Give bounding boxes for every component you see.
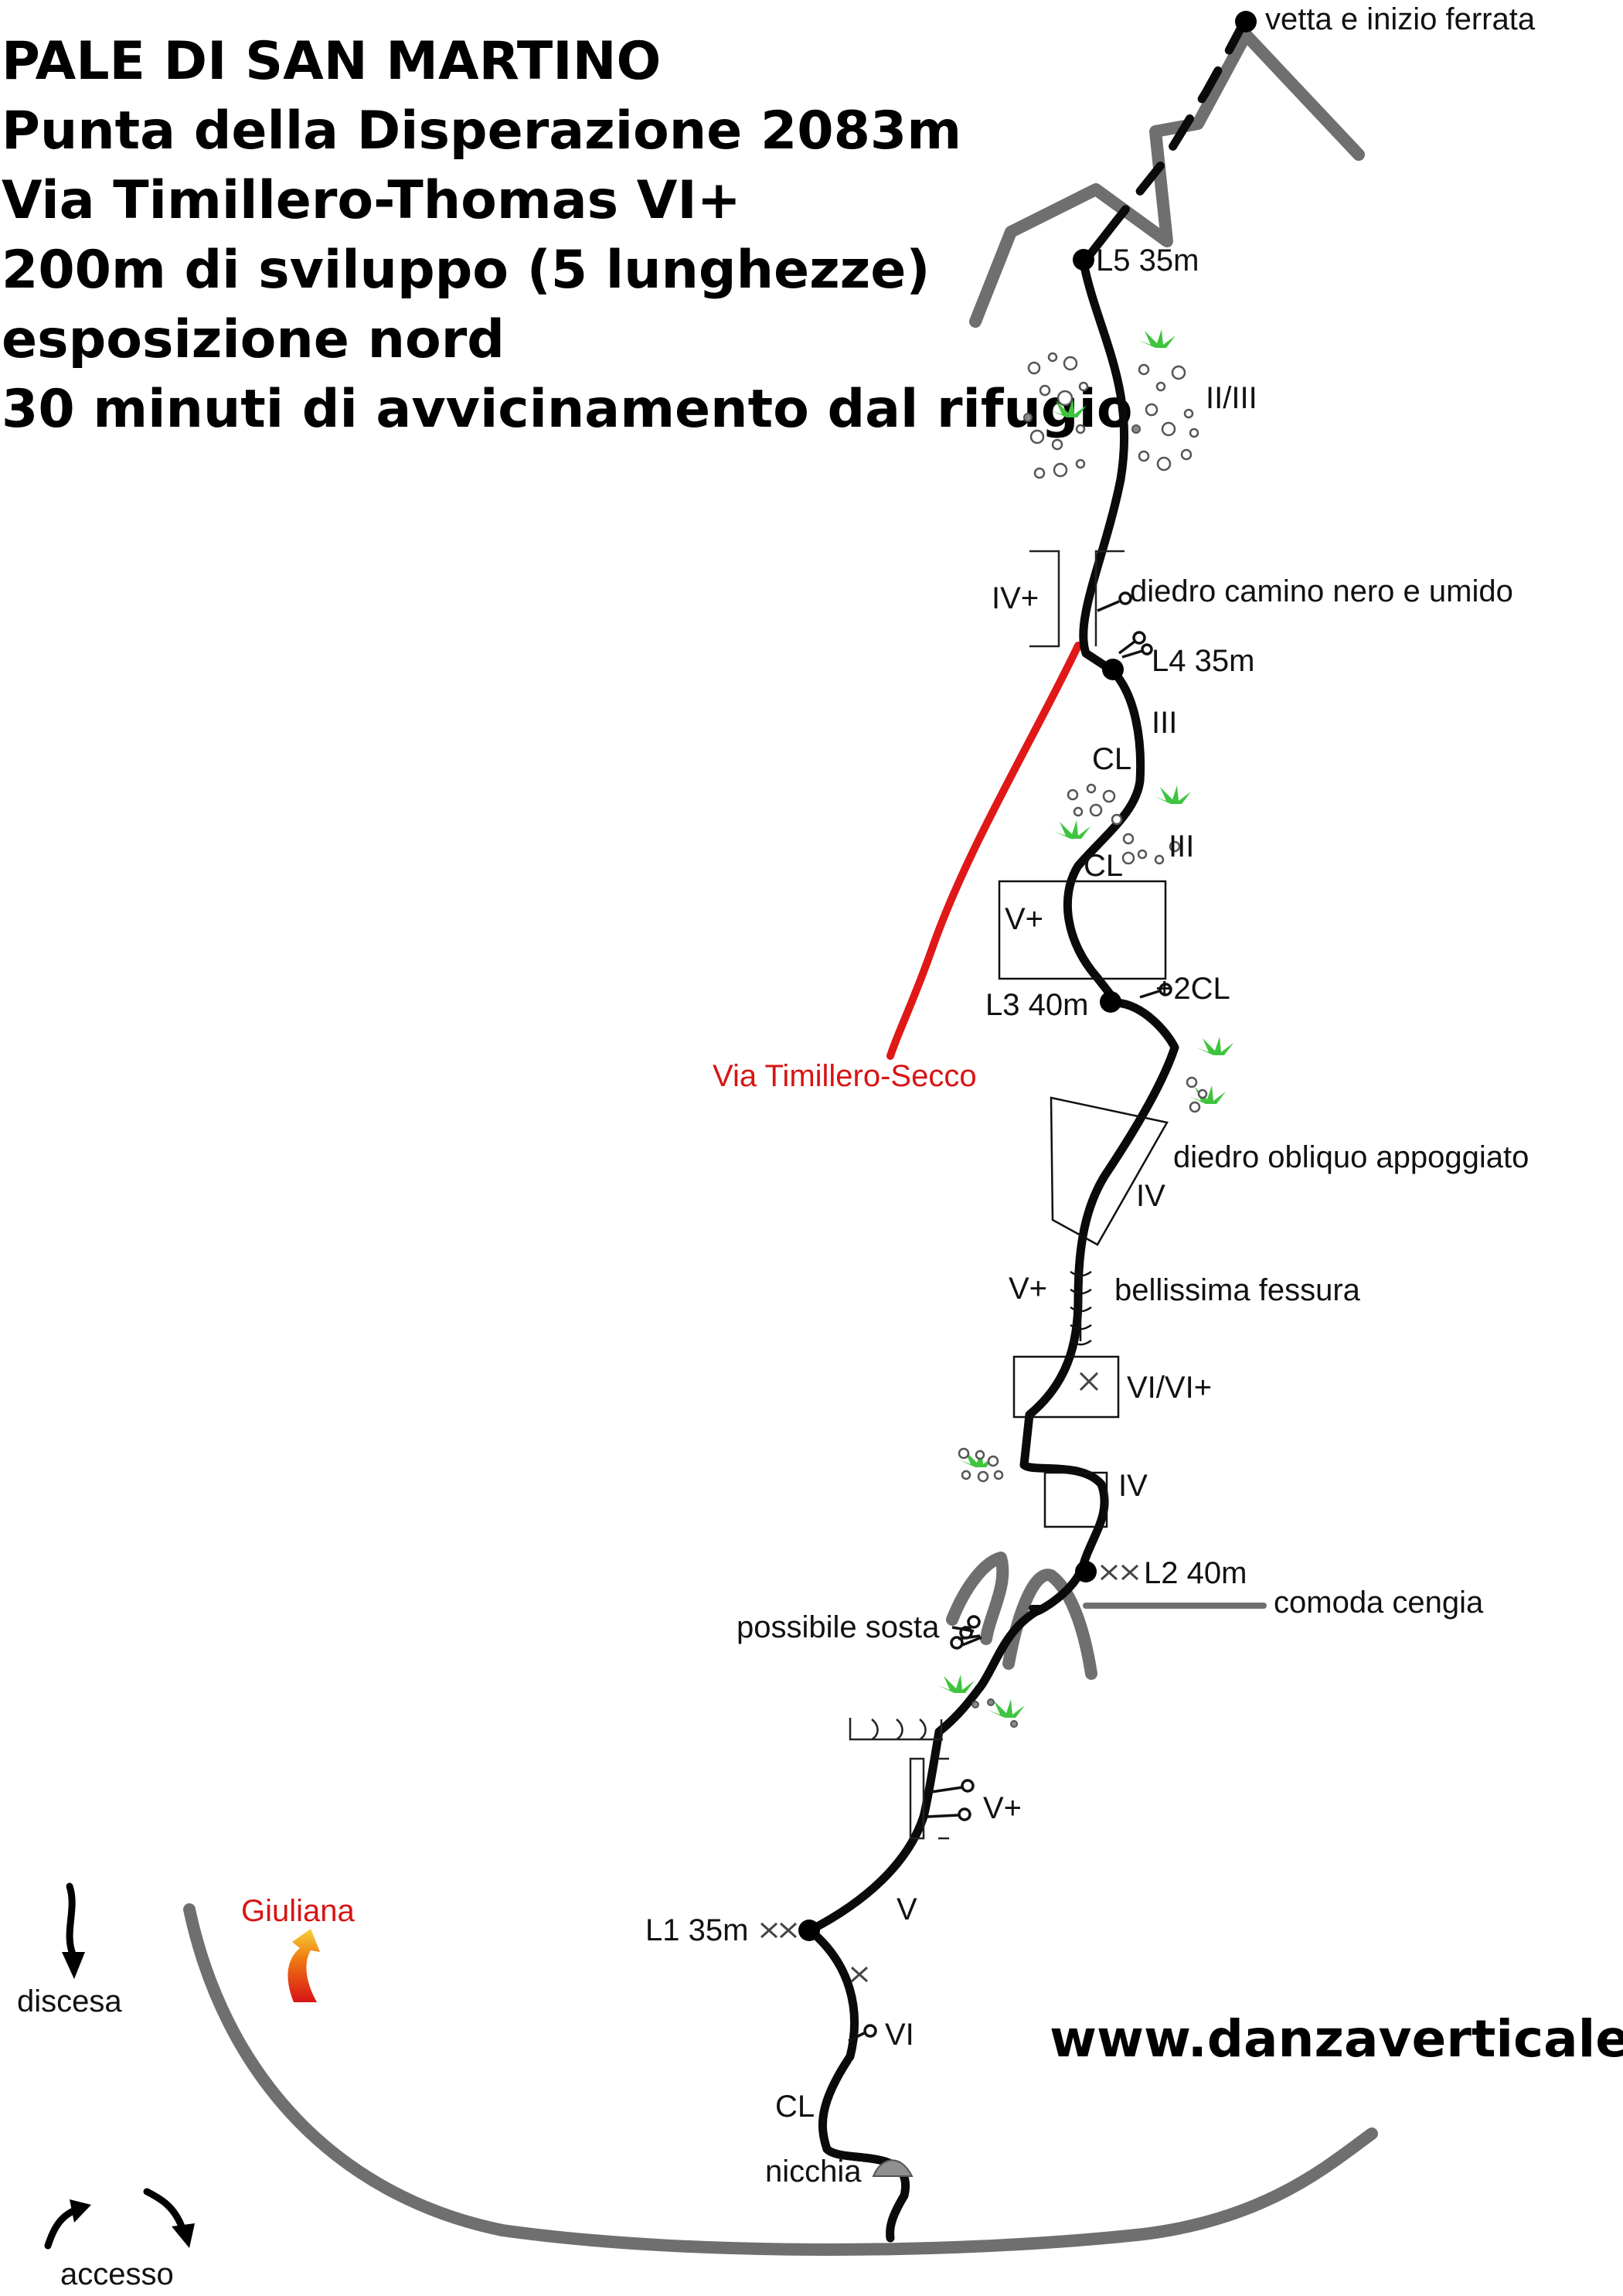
grass-icon <box>1138 329 1176 348</box>
grass-icon <box>1154 785 1191 804</box>
pitch-sections <box>849 550 1169 1840</box>
label-l4: L4 35m <box>1152 644 1254 678</box>
belay-l1 <box>798 1920 820 1941</box>
cengia-spike-right <box>1002 1569 1097 1680</box>
roof-marks <box>849 1718 943 1741</box>
cross-l1-icon <box>760 1922 798 1939</box>
piton-2cl-icon <box>1139 983 1172 999</box>
label-fessura: bellissima fessura <box>1114 1273 1361 1307</box>
accesso-arrow-right-icon <box>143 2188 195 2248</box>
belay-l2 <box>1075 1561 1097 1582</box>
accesso-arrow-left-icon <box>44 2199 91 2250</box>
piton-sosta-icon <box>950 1615 982 1650</box>
route-line-lower <box>805 1567 1085 2243</box>
cross-vi-icon <box>850 1966 869 1983</box>
label-via-timillero-secco: Via Timillero-Secco <box>713 1059 977 1093</box>
grass-icon <box>937 1674 975 1693</box>
label-grade-iii-a: III <box>1152 706 1177 740</box>
website-text: www.danzaverticale.it <box>1050 2009 1623 2069</box>
label-l1: L1 35m <box>645 1913 748 1947</box>
cross-vi-vi-plus-icon <box>1079 1371 1099 1392</box>
cross-l2-icon <box>1100 1564 1139 1581</box>
belay-stations <box>798 11 1257 1941</box>
piton-l4-icon <box>1118 631 1153 659</box>
grass-icon <box>1053 820 1091 839</box>
title-block: PALE DI SAN MARTINO Punta della Disperaz… <box>2 31 1133 440</box>
nicchia-icon <box>872 2159 914 2177</box>
route-labels: vetta e inizio ferrata L5 35m II/III IV+… <box>17 2 1623 2291</box>
label-grade-v: V <box>897 1892 917 1926</box>
label-grade-iv-a: IV <box>1136 1179 1165 1213</box>
label-cl-b: CL <box>1084 849 1123 883</box>
label-l5: L5 35m <box>1096 244 1199 278</box>
label-grade-v-plus-c: V+ <box>983 1791 1022 1825</box>
label-l3: L3 40m <box>985 988 1088 1022</box>
protection-crosses <box>760 1371 1139 1983</box>
bracket-v-plus-lower-ticks <box>938 1757 949 1840</box>
discesa-arrow-icon <box>62 1882 85 1979</box>
summit-belay <box>1235 11 1257 32</box>
piton-icons <box>848 591 1172 2042</box>
piton-vi-icon <box>848 2024 877 2042</box>
fessura-crack-icon <box>1070 1264 1092 1346</box>
label-summit: vetta e inizio ferrata <box>1265 2 1536 36</box>
bracket-iv-plus-right <box>1094 550 1125 646</box>
bracket-v-plus-lower <box>909 1757 925 1840</box>
main-route <box>805 17 1249 2243</box>
rock-outlines <box>183 29 1378 2256</box>
label-cl-a: CL <box>1092 742 1131 776</box>
route-dashed-summit <box>1112 17 1249 225</box>
scree-pebbles <box>958 352 1208 1728</box>
label-grade-l5: II/III <box>1206 381 1257 415</box>
piton-v-plus-lower-icon <box>927 1779 975 1821</box>
label-grade-iv-plus: IV+ <box>992 581 1039 615</box>
title-line-3: Via Timillero-Thomas VI+ <box>2 170 741 231</box>
label-grade-iv-b: IV <box>1118 1469 1148 1503</box>
label-grade-vi: VI <box>885 2018 914 2052</box>
label-accesso: accesso <box>60 2257 174 2291</box>
grass-icon <box>1196 1037 1233 1055</box>
title-line-4: 200m di sviluppo (5 lunghezze) <box>2 240 930 301</box>
label-possibile-sosta: possibile sosta <box>737 1610 940 1644</box>
box-vi-vi-plus <box>1012 1355 1120 1419</box>
box-iv-lower <box>1043 1471 1108 1528</box>
label-discesa: discesa <box>17 1984 122 2018</box>
label-cl-c: CL <box>775 2090 815 2124</box>
piton-diedro-camino-icon <box>1097 591 1132 612</box>
giuliana-arrow-icon <box>288 1929 320 2002</box>
belay-l5 <box>1073 249 1094 271</box>
box-diedro-obliquo <box>1050 1096 1169 1246</box>
grass-tufts <box>937 329 1233 1718</box>
title-line-2: Punta della Disperazione 2083m <box>2 100 961 162</box>
label-giuliana: Giuliana <box>241 1894 356 1928</box>
label-nicchia: nicchia <box>765 2155 862 2189</box>
cengia-spike-left <box>946 1552 1009 1645</box>
base-arc <box>183 1903 1378 2256</box>
label-grade-v-plus-b: V+ <box>1009 1272 1047 1306</box>
bracket-iv-plus <box>1029 550 1060 648</box>
summit-ridge <box>969 29 1365 328</box>
label-diedro-camino: diedro camino nero e umido <box>1130 574 1513 608</box>
label-cengia: comoda cengia <box>1274 1586 1484 1620</box>
title-line-1: PALE DI SAN MARTINO <box>2 31 661 92</box>
box-v-plus <box>998 880 1167 980</box>
via-timillero-secco-line <box>886 642 1082 1060</box>
label-grade-v-plus-a: V+ <box>1005 902 1043 936</box>
label-2cl: +2CL <box>1155 972 1230 1006</box>
label-grade-iii-b: III <box>1169 829 1194 864</box>
label-diedro-obliquo: diedro obliquo appoggiato <box>1173 1140 1529 1174</box>
belay-l4 <box>1102 659 1124 680</box>
title-line-5: esposizione nord <box>2 309 505 370</box>
label-grade-vi-vi-plus: VI/VI+ <box>1127 1371 1212 1405</box>
title-line-6: 30 minuti di avvicinamento dal rifugio <box>2 379 1133 440</box>
label-l2: L2 40m <box>1144 1556 1247 1590</box>
belay-l3 <box>1100 991 1121 1013</box>
